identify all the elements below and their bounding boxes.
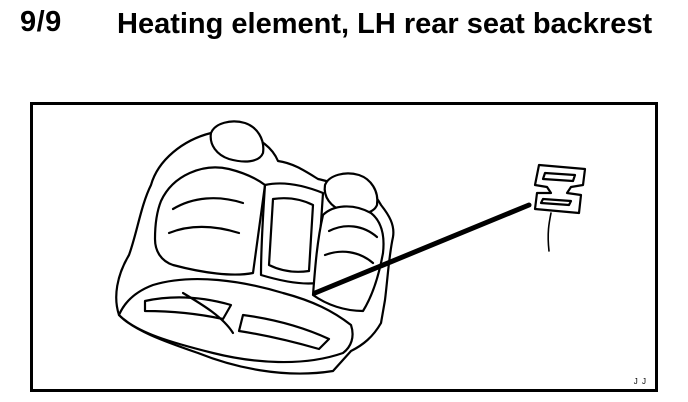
left-backrest-cushion	[153, 166, 267, 276]
seat-diagram	[115, 120, 587, 375]
step-title: Heating element, LH rear seat backrest	[117, 8, 653, 40]
figure-frame: J J	[30, 102, 658, 392]
left-headrest	[209, 120, 265, 163]
right-headrest	[323, 172, 379, 215]
procedure-header: 9/9 Heating element, LH rear seat backre…	[20, 6, 680, 86]
figure-code: J J	[633, 377, 647, 386]
step-number: 9/9	[20, 6, 62, 38]
heating-element-pad	[533, 163, 587, 252]
leader-line	[312, 202, 532, 296]
